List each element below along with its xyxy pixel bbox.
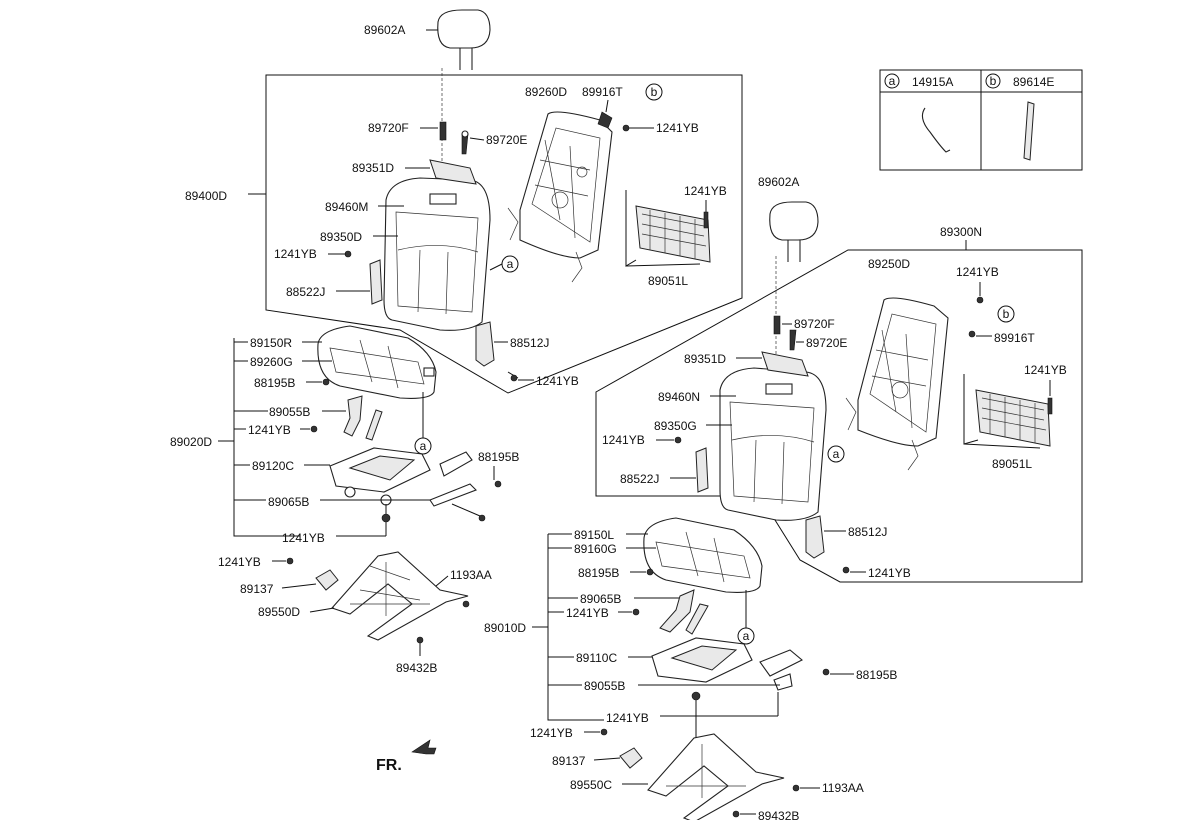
legend-a-part: 14915A [912,75,953,89]
label-bolt-b2-right: 88195B [856,668,897,682]
label-panel-right: 89051L [992,457,1032,471]
label-track-left: 89550D [258,605,300,619]
label-cushion-frame-right: 89110C [576,651,617,665]
label-assembly-right: 89300N [940,225,982,239]
callout-b-right: b [1003,307,1010,321]
trim-strip-icon [1023,101,1035,161]
label-bracket-b-left: 89055B [269,405,310,419]
label-back-pad-left: 89460M [325,200,368,214]
legend-a-letter: a [889,74,896,88]
label-cushion-cover-right: 89150L [574,528,614,542]
label-bolt-yb-4-left: 1241YB [536,374,579,388]
label-bolt-b-left: 88195B [254,376,295,390]
left-headrest [426,9,491,70]
left-cushion-frame [329,447,477,507]
label-bolt-yb-7-right: 1241YB [530,726,573,740]
left-seatback [383,177,491,331]
label-cover-d-left: 89351D [352,161,394,175]
legend-b-part: 89614E [1013,75,1054,89]
right-cushion-frame [651,637,803,691]
label-bolt-yb-5-left: 1241YB [248,423,291,437]
label-cushion-assy-right: 89010D [484,621,526,635]
label-guide-e-left: 89720E [486,133,527,147]
label-bracket-65b-right: 89065B [580,592,621,606]
label-aa-right: 1193AA [822,781,864,795]
callout-b-left: b [651,85,658,99]
spring-clip-icon [921,107,951,153]
legend-b-letter: b [990,74,997,88]
label-bolt-yb-3-right: 1241YB [602,433,645,447]
label-assembly-left: 89400D [185,189,227,203]
label-frame-right: 89250D [868,257,910,271]
callout-a-right: a [833,447,840,461]
label-bolt-yb-1-right: 1241YB [956,265,999,279]
label-headrest-left: 89602A [364,23,405,37]
right-seat-group: 89602A 89300N [484,175,1083,820]
label-bolt-b2-left: 88195B [478,450,519,464]
label-aa-left: 1193AA [450,568,492,582]
callout-a2-right: a [743,629,750,643]
right-seat-track [619,733,785,820]
left-seat-track [315,551,469,641]
label-track-right: 89550C [570,778,612,792]
callout-a-left: a [507,257,514,271]
right-seatback [719,367,827,521]
right-back-frame [845,297,949,471]
label-guide-f-left: 89720F [368,121,409,135]
label-bolt-yb-7-left: 1241YB [218,555,261,569]
label-cushion-pad-right: 89160G [574,542,617,556]
label-cushion-frame-left: 89120C [252,459,294,473]
label-cushion-cover-left: 89150R [250,336,292,350]
label-trim-left: 89350D [320,230,362,244]
label-bracket-55b-right: 89055B [584,679,625,693]
label-cover-137-right: 89137 [552,754,586,768]
right-headrest [769,201,819,262]
label-bolt-yb-6-left: 1241YB [282,531,325,545]
label-hinge-cover-left: 88512J [510,336,549,350]
label-back-pad-right: 89460N [658,390,700,404]
label-bolt-yb-1-left: 1241YB [656,121,699,135]
label-frame-left: 89260D [525,85,567,99]
label-bolt-432-left: 89432B [396,661,437,675]
left-back-frame [507,111,613,283]
front-direction-arrow-icon [411,739,437,755]
label-bolt-t-left: 89916T [582,85,623,99]
label-guide-e-right: 89720E [806,336,847,350]
label-hinge-cover-right: 88512J [848,525,887,539]
label-guide-f-right: 89720F [794,317,835,331]
label-cushion-assy-left: 89020D [170,435,212,449]
label-trim-right: 89350G [654,419,697,433]
label-bolt-yb-3-left: 1241YB [274,247,317,261]
legend-box: a 14915A b 89614E [879,69,1083,171]
label-bolt-b-right: 88195B [578,566,619,580]
label-bolt-432-right: 89432B [758,809,799,820]
left-seat-group: 89602A [170,9,743,774]
direction-label: FR. [376,757,402,774]
label-cover-137-left: 89137 [240,582,274,596]
label-side-cover-right: 88522J [620,472,659,486]
label-panel-left: 89051L [648,274,688,288]
label-bolt-yb-6-right: 1241YB [606,711,649,725]
label-bracket-65b-left: 89065B [268,495,309,509]
label-bolt-yb-2-left: 1241YB [684,184,727,198]
label-bolt-t-right: 89916T [994,331,1035,345]
callout-a2-left: a [420,439,427,453]
label-cushion-pad-left: 89260G [250,355,293,369]
left-cushion [317,325,437,399]
label-bolt-yb-5-right: 1241YB [566,606,609,620]
label-side-cover-left: 88522J [286,285,325,299]
label-headrest-right: 89602A [758,175,799,189]
right-cushion [643,517,763,593]
label-bolt-yb-2-right: 1241YB [1024,363,1067,377]
label-bolt-yb-4-right: 1241YB [868,566,911,580]
label-cover-d-right: 89351D [684,352,726,366]
